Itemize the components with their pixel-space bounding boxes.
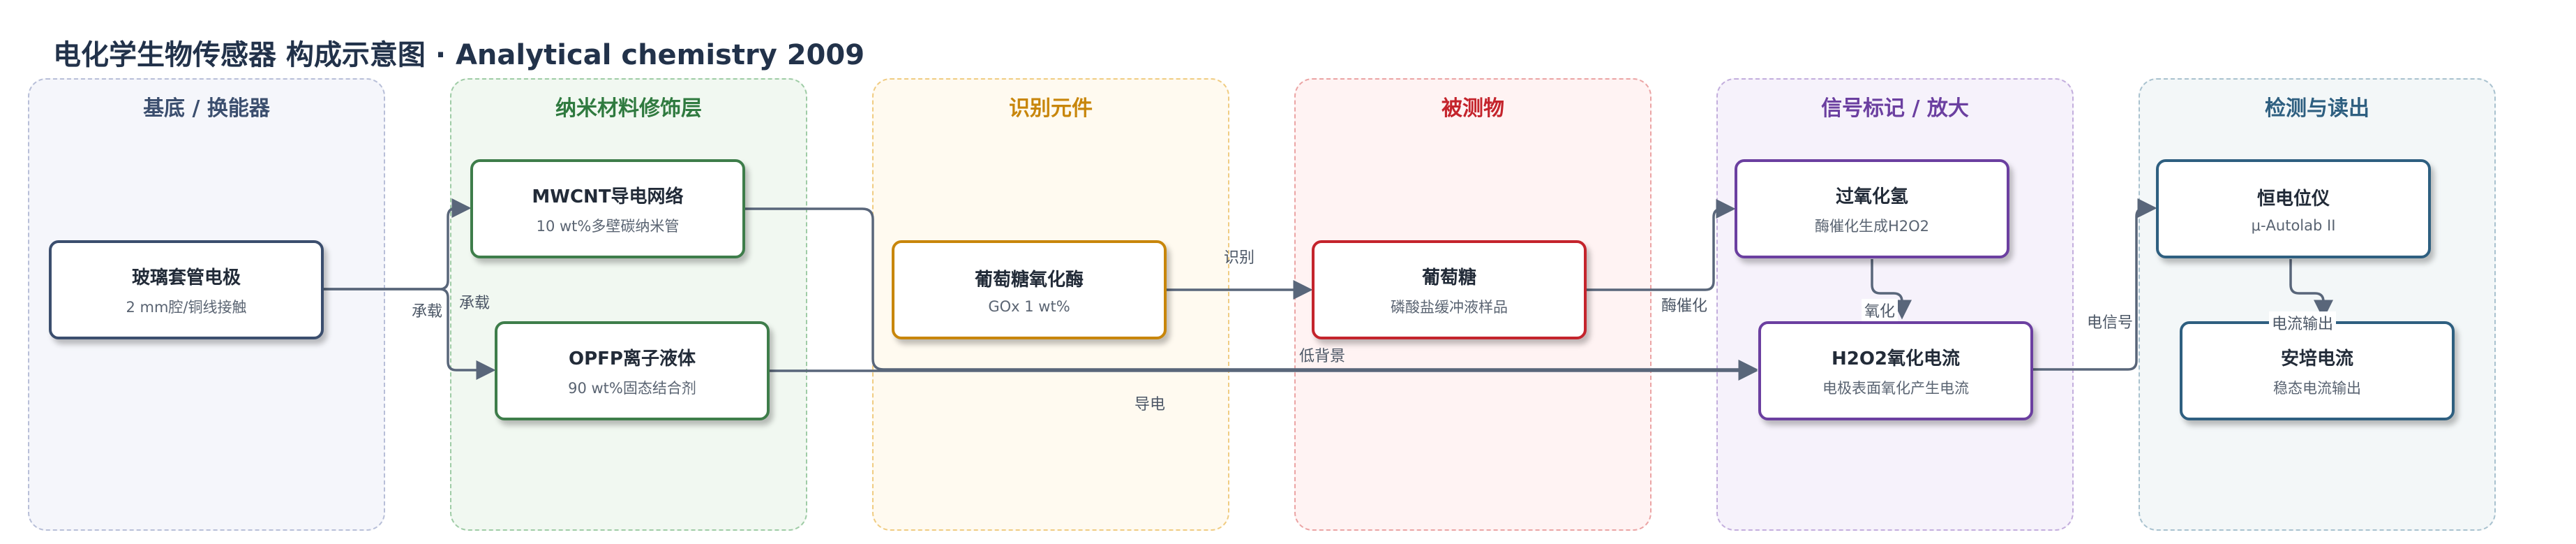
node-title: 葡萄糖 bbox=[1421, 267, 1476, 288]
node-title: 过氧化氢 bbox=[1835, 186, 1908, 207]
edge-label-signal: 电信号 bbox=[2086, 314, 2134, 332]
node-gox: 葡萄糖氧化酶 GOx 1 wt% bbox=[892, 240, 1167, 339]
node-subtitle: 10 wt%多壁碳纳米管 bbox=[536, 217, 680, 235]
node-subtitle: 磷酸盐缓冲液样品 bbox=[1391, 298, 1508, 316]
edge-label-conduct: 导电 bbox=[1134, 396, 1166, 413]
node-subtitle: 2 mm腔/铜线接触 bbox=[126, 298, 247, 316]
node-title: 恒电位仪 bbox=[2256, 188, 2330, 209]
node-potentiostat: 恒电位仪 μ-Autolab II bbox=[2156, 159, 2431, 258]
edge-mwcnt-current bbox=[744, 207, 1758, 379]
edge-label-low-background: 低背景 bbox=[1298, 348, 1346, 365]
panel-nanomaterial: 纳米材料修饰层 bbox=[450, 78, 807, 531]
node-title: 安培电流 bbox=[2280, 348, 2353, 369]
node-title: 葡萄糖氧化酶 bbox=[974, 269, 1084, 291]
panel-title: 纳米材料修饰层 bbox=[555, 96, 702, 121]
edge-electrode-mwcnt bbox=[324, 198, 472, 291]
edge-glucose-h2o2 bbox=[1587, 199, 1736, 291]
node-subtitle: 稳态电流输出 bbox=[2273, 379, 2361, 397]
node-subtitle: 酶催化生成H2O2 bbox=[1814, 217, 1930, 235]
edge-potentiostat-ampere bbox=[2289, 259, 2333, 320]
edge-label-catalyze: 酶催化 bbox=[1661, 297, 1708, 315]
edge-label-support: 承载 bbox=[458, 295, 491, 312]
edge-h2o2-current bbox=[1871, 259, 1912, 320]
node-title: H2O2氧化电流 bbox=[1831, 348, 1961, 369]
panel-title: 被测物 bbox=[1441, 96, 1504, 121]
node-title: 玻璃套管电极 bbox=[131, 267, 241, 288]
node-subtitle: μ-Autolab II bbox=[2251, 216, 2336, 234]
panel-title: 检测与读出 bbox=[2265, 96, 2369, 121]
node-title: MWCNT导电网络 bbox=[532, 186, 684, 207]
panel-title: 信号标记 / 放大 bbox=[1821, 96, 1969, 121]
edge-label-current-output: 电流输出 bbox=[2268, 311, 2337, 334]
node-title: OPFP离子液体 bbox=[569, 348, 696, 369]
edge-label-oxidize: 氧化 bbox=[1861, 299, 1899, 321]
node-glucose: 葡萄糖 磷酸盐缓冲液样品 bbox=[1312, 240, 1587, 339]
node-opfp: OPFP离子液体 90 wt%固态结合剂 bbox=[495, 321, 770, 420]
node-subtitle: GOx 1 wt% bbox=[988, 297, 1070, 315]
node-electrode: 玻璃套管电极 2 mm腔/铜线接触 bbox=[49, 240, 324, 339]
node-h2o2: 过氧化氢 酶催化生成H2O2 bbox=[1735, 159, 2009, 258]
node-current: H2O2氧化电流 电极表面氧化产生电流 bbox=[1758, 321, 2033, 420]
page-title: 电化学生物传感器 构成示意图 · Analytical chemistry 20… bbox=[53, 39, 865, 71]
node-mwcnt: MWCNT导电网络 10 wt%多壁碳纳米管 bbox=[470, 159, 745, 258]
node-subtitle: 90 wt%固态结合剂 bbox=[568, 379, 696, 397]
edge-label-recognize: 识别 bbox=[1223, 249, 1255, 267]
node-ampere: 安培电流 稳态电流输出 bbox=[2180, 321, 2455, 420]
edge-label-support: 承载 bbox=[411, 303, 443, 321]
edge-current-potentiostat bbox=[2033, 198, 2157, 371]
panel-title: 基底 / 换能器 bbox=[143, 96, 270, 121]
edge-electrode-opfp bbox=[324, 288, 496, 380]
node-subtitle: 电极表面氧化产生电流 bbox=[1822, 379, 1969, 397]
panel-title: 识别元件 bbox=[1009, 96, 1093, 121]
